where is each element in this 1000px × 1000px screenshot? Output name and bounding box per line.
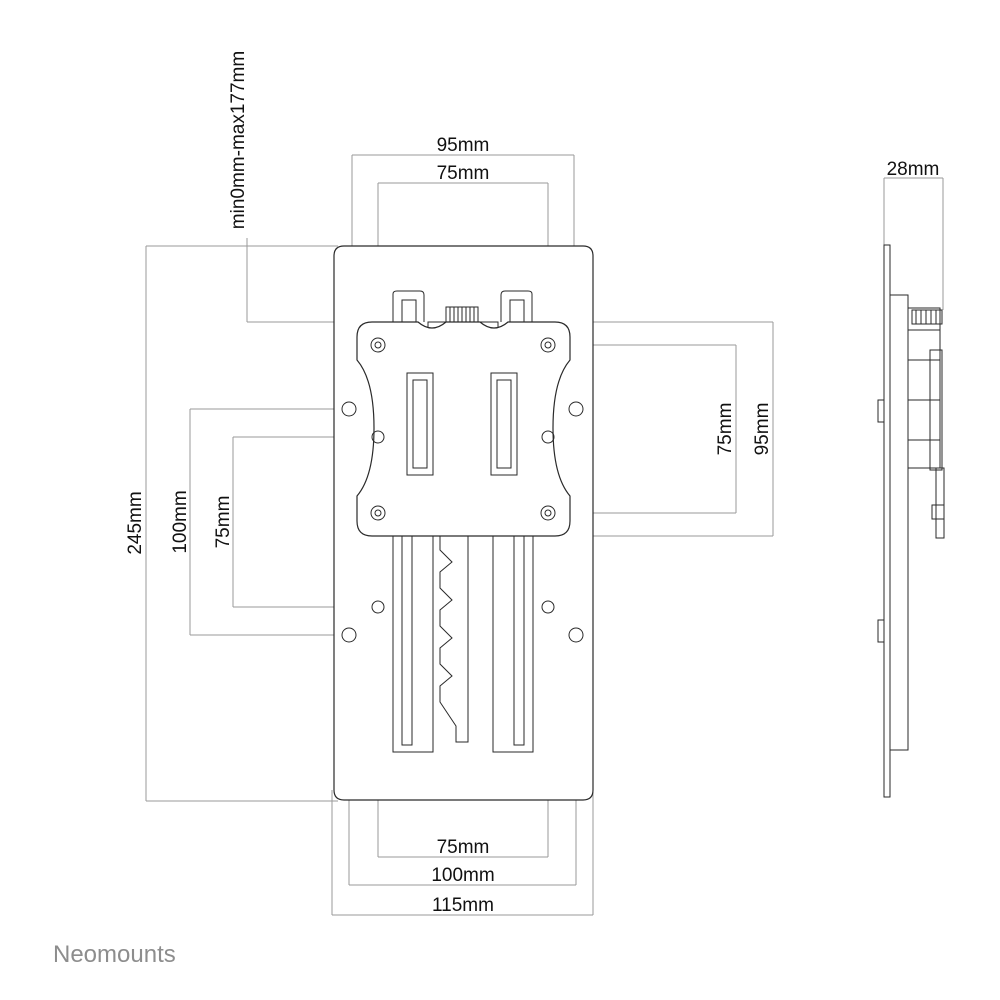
sawtooth-rack <box>439 531 469 743</box>
top-tab-right <box>500 290 533 322</box>
dim-right-inner: 75mm <box>715 403 736 456</box>
top-tab-left <box>392 290 425 322</box>
brand-logo: Neomounts <box>53 941 176 968</box>
dim-top-inner: 75mm <box>437 163 490 184</box>
mounting-holes <box>341 401 584 643</box>
vesa-plate <box>356 321 571 537</box>
dim-bottom-outer: 115mm <box>432 895 494 916</box>
dim-bottom-mid: 100mm <box>431 865 494 886</box>
side-view <box>877 244 945 798</box>
side-back-plate <box>883 244 891 798</box>
dim-slide-range: min0mm-max177mm <box>228 51 249 229</box>
dim-depth: 28mm <box>887 159 940 180</box>
front-view <box>333 245 594 801</box>
dim-left-outer: 100mm <box>170 490 191 553</box>
dim-top-outer: 95mm <box>437 135 490 156</box>
vesa-holes <box>370 337 556 521</box>
vesa-slots <box>406 372 518 476</box>
dim-left-inner: 75mm <box>213 496 234 549</box>
dim-bottom-inner: 75mm <box>437 837 490 858</box>
dim-total-height: 245mm <box>125 491 146 554</box>
dim-right-outer: 95mm <box>752 403 773 456</box>
